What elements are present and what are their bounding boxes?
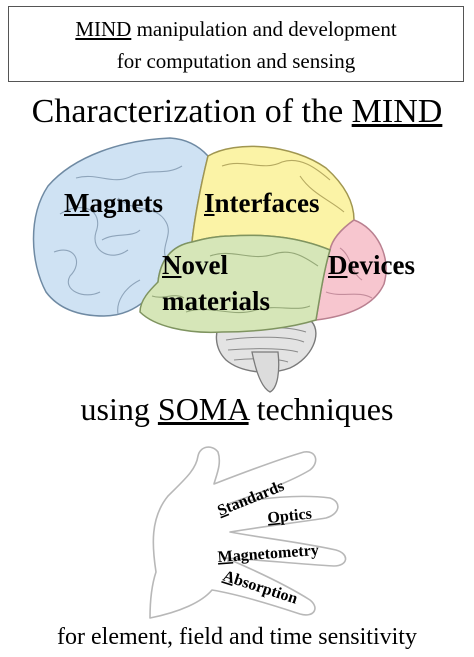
brainstem-shape <box>251 351 280 393</box>
soma-acronym: SOMA <box>157 391 249 427</box>
interfaces-gyri <box>221 160 345 213</box>
magnetometry-label: Magnetometry <box>217 542 319 566</box>
hand-outline <box>149 446 347 619</box>
main-title-mind: MIND <box>351 93 443 130</box>
main-title: Characterization of the MIND <box>0 92 474 132</box>
mind-acronym: MIND <box>75 17 132 41</box>
novel-gyri <box>151 251 319 314</box>
novel-label: Novel <box>162 250 228 280</box>
magnets-label: Magnets <box>64 188 163 218</box>
header-line-1: MIND manipulation and development <box>9 17 463 41</box>
header-box: MIND manipulation and development for co… <box>8 6 464 82</box>
devices-region <box>315 219 387 321</box>
devices-label: Devices <box>328 250 415 280</box>
soma-subtitle: using SOMA techniques <box>80 391 394 427</box>
header-line-2: for computation and sensing <box>116 49 356 73</box>
materials-label: materials <box>162 286 270 316</box>
footer-caption: for element, field and time sensitivity <box>57 624 417 650</box>
optics-label: Optics <box>267 505 313 527</box>
devices-gyri <box>325 247 373 299</box>
interfaces-label: Interfaces <box>204 188 320 218</box>
magnets-gyri <box>53 165 183 315</box>
header-line-1-rest: manipulation and development <box>131 17 397 41</box>
main-title-prefix: Characterization of the <box>31 93 352 130</box>
